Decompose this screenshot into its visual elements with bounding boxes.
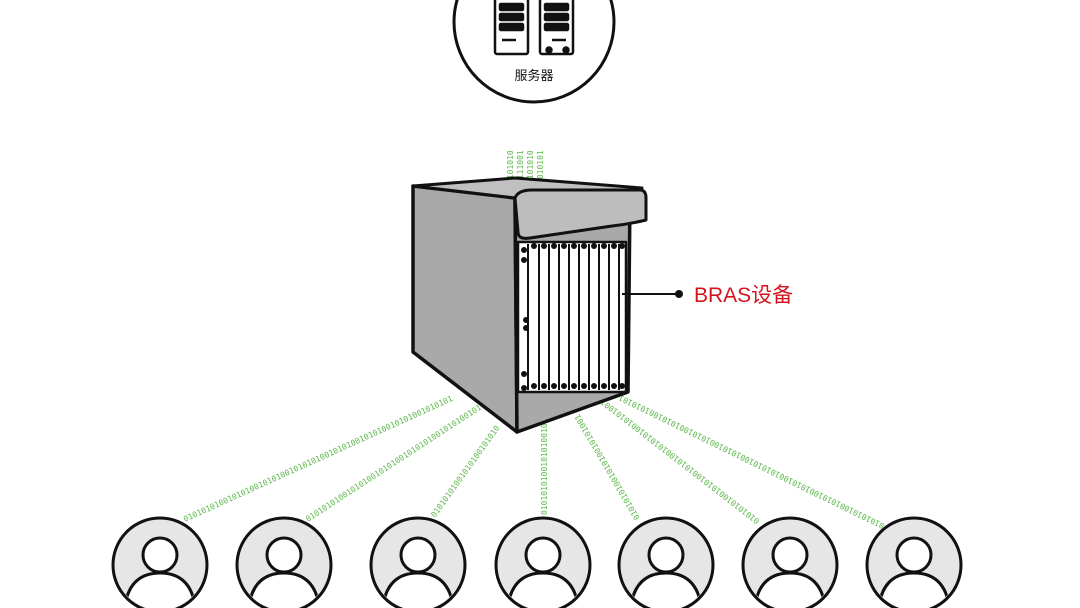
bras-callout: BRAS设备 [622, 284, 793, 307]
uplink-bits-4: 1010101 [536, 150, 545, 184]
user-nodes [111, 516, 963, 608]
link-bits-2: 0101010100101010010101001010101001010100… [0, 0, 483, 524]
chassis-screws [521, 243, 625, 391]
link-bits-6: 0101010100101010010101001010101001010100… [0, 0, 761, 526]
user-avatar-icon [741, 516, 839, 608]
uplink-bits-2: 1111001 [516, 150, 525, 184]
bras-label: BRAS设备 [694, 284, 793, 307]
chassis-router-icon [411, 176, 648, 434]
user-avatar-icon [369, 516, 467, 608]
user-avatar-icon [235, 516, 333, 608]
link-bits-7: 0101010100101010010101001010101001010100… [617, 393, 886, 531]
link-bits-1: 0101010100101010010101001010101001010100… [182, 394, 454, 524]
uplink-bit-stream: 0101010 1111001 0101010 1010101 [506, 150, 545, 184]
server-node: 服务器 [452, 0, 616, 104]
server-rack-icon [493, 0, 575, 56]
user-avatar-icon [617, 516, 715, 608]
chassis-slots [527, 244, 620, 390]
uplink-bits-1: 0101010 [506, 150, 515, 184]
user-avatar-icon [494, 516, 592, 608]
user-avatar-icon [865, 516, 963, 608]
uplink-bits-3: 0101010 [526, 150, 535, 184]
server-label: 服务器 [514, 68, 553, 84]
user-avatar-icon [111, 516, 209, 608]
